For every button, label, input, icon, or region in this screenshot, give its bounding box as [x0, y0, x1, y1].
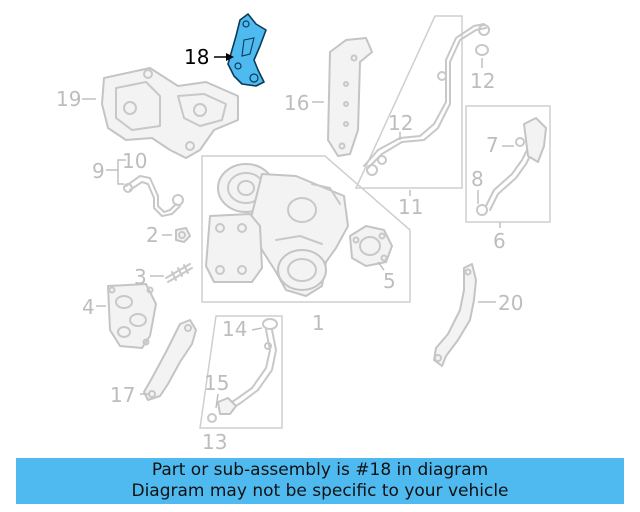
- coolant-line-part-6: [476, 117, 547, 216]
- callout-8: 8: [471, 167, 484, 191]
- actuator-part-5: [349, 225, 393, 267]
- callout-12a: 12: [470, 69, 495, 93]
- bracket-part-20: [433, 263, 477, 367]
- seal-washer-part-12: [377, 44, 489, 165]
- turbocharger-part-1: [205, 163, 349, 297]
- callout-13: 13: [202, 430, 227, 454]
- callout-19: 19: [56, 87, 81, 111]
- hose-clamp-part-9: [123, 175, 184, 217]
- leader-9-10: [106, 159, 126, 185]
- callout-20: 20: [498, 291, 523, 315]
- stud-part-3: [165, 263, 193, 283]
- group-box-13: [199, 315, 283, 429]
- heat-shield-part-16: [327, 37, 373, 157]
- callout-2: 2: [146, 223, 159, 247]
- callout-9: 9: [92, 159, 105, 183]
- group-box-1: [201, 155, 411, 303]
- oil-line-part-11: [363, 23, 490, 176]
- callout-6: 6: [493, 229, 506, 253]
- gasket-part-4: [107, 283, 157, 349]
- leader-14: [251, 327, 263, 331]
- nut-part-2: [175, 227, 191, 243]
- callout-1: 1: [312, 311, 325, 335]
- callout-14: 14: [222, 317, 247, 341]
- callout-4: 4: [82, 295, 95, 319]
- banner-line-1: Part or sub-assembly is #18 in diagram: [151, 460, 489, 480]
- callout-15: 15: [204, 371, 229, 395]
- bracket-part-18: [227, 13, 267, 87]
- info-banner: Part or sub-assembly is #18 in diagram D…: [16, 458, 624, 504]
- callout-3: 3: [134, 265, 147, 289]
- callout-12b: 12: [388, 111, 413, 135]
- leader-18-arrow: [226, 53, 234, 61]
- exhaust-manifold-part-19: [101, 67, 239, 159]
- oil-return-line-part-13: [207, 318, 278, 423]
- leader-5: [377, 261, 385, 271]
- callout-17: 17: [110, 383, 135, 407]
- banner-line-2: Diagram may not be specific to your vehi…: [131, 481, 509, 501]
- callout-11: 11: [398, 195, 423, 219]
- bracket-part-17: [143, 319, 197, 401]
- leader-15: [215, 393, 219, 409]
- group-box-11: [354, 15, 463, 189]
- callout-7: 7: [486, 133, 499, 157]
- group-box-6: [465, 105, 551, 223]
- callout-16: 16: [284, 91, 309, 115]
- callout-5: 5: [383, 269, 396, 293]
- callout-18: 18: [184, 45, 209, 69]
- callout-10: 10: [122, 149, 147, 173]
